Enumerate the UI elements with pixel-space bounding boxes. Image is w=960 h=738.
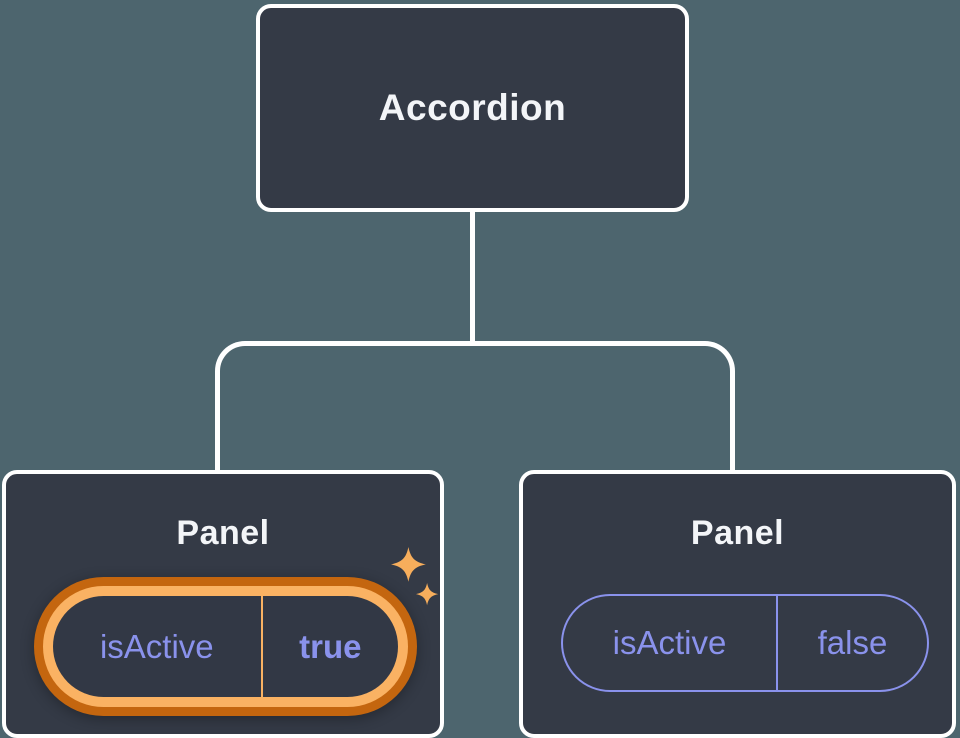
state-pill-active: isActive true [34, 577, 417, 716]
state-divider [260, 596, 263, 697]
panel-title: Panel [690, 514, 785, 552]
connector-stub [470, 209, 475, 345]
state-key: isActive [612, 624, 727, 661]
state-pill-inactive: isActive false [561, 594, 929, 692]
state-pill-active-body: isActive true [53, 596, 398, 697]
state-key: isActive [99, 627, 214, 665]
connector-bracket [215, 341, 735, 474]
panel-node-active: Panel isActive true [2, 470, 444, 738]
panel-title: Panel [176, 514, 270, 552]
accordion-node: Accordion [256, 4, 689, 212]
sparkle-icon [391, 547, 439, 606]
state-value: false [817, 624, 888, 661]
panel-node-inactive: Panel isActive false [519, 470, 956, 738]
state-pill-active-ring: isActive true [43, 586, 408, 707]
state-value: true [299, 627, 362, 665]
state-divider [776, 596, 778, 690]
accordion-label: Accordion [378, 87, 567, 128]
